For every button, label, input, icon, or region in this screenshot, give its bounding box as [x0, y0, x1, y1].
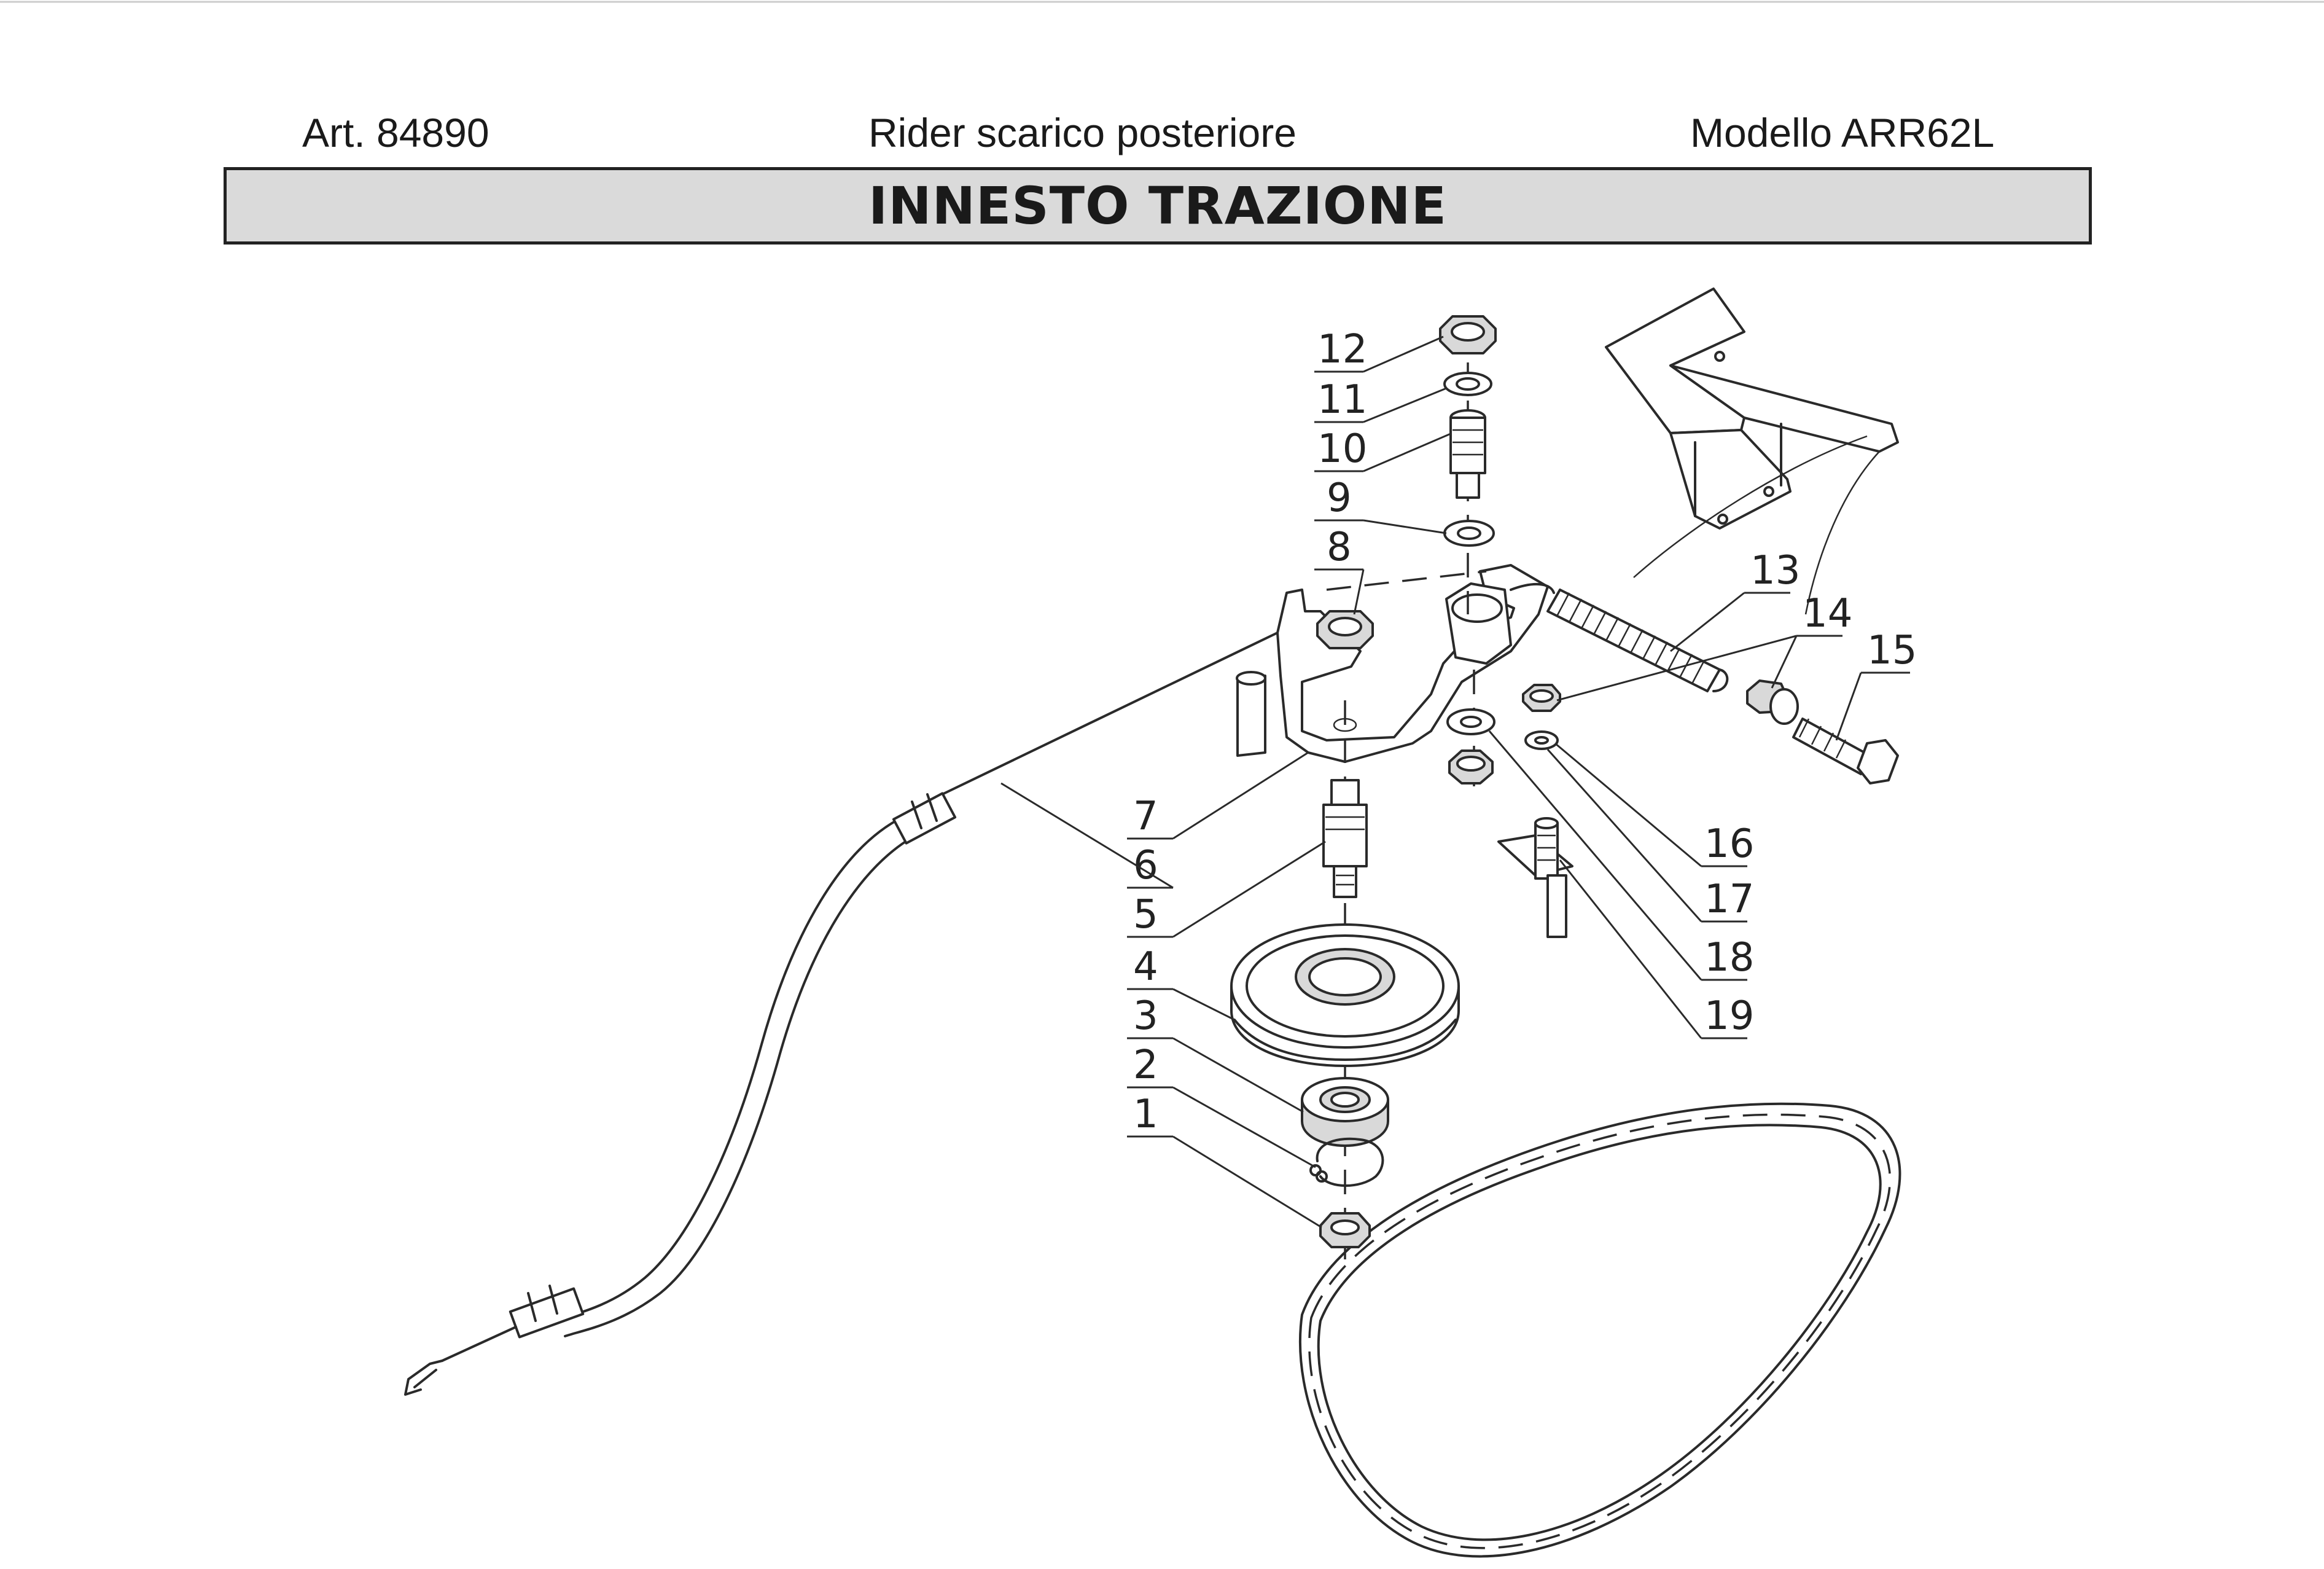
- callout-4: 4: [1133, 944, 1158, 990]
- stud-5: [1322, 779, 1368, 898]
- control-cable: [404, 632, 1279, 1396]
- callout-19: 19: [1704, 993, 1754, 1039]
- callout-10: 10: [1317, 426, 1367, 472]
- callout-11: 11: [1317, 377, 1367, 423]
- nut-1: [1319, 1212, 1371, 1248]
- pulley-4: [1230, 923, 1460, 1067]
- callout-13: 13: [1750, 548, 1800, 593]
- bearing-3: [1301, 1077, 1389, 1147]
- callout-3: 3: [1133, 993, 1158, 1039]
- washer-11: [1443, 372, 1492, 396]
- callout-16: 16: [1704, 821, 1754, 867]
- nut-8: [1316, 610, 1374, 649]
- drive-belt: [1298, 1102, 1901, 1558]
- section-title-banner: INNESTO TRAZIONE: [224, 167, 2092, 245]
- washer-9: [1443, 520, 1495, 547]
- callout-14: 14: [1803, 591, 1852, 636]
- nut-14: [1746, 679, 1799, 725]
- callout-18: 18: [1704, 935, 1754, 980]
- callout-12: 12: [1317, 327, 1367, 372]
- callout-9: 9: [1327, 475, 1352, 521]
- callout-17: 17: [1704, 877, 1754, 922]
- article-number: Art. 84890: [302, 110, 489, 155]
- product-description: Rider scarico posteriore: [868, 110, 1297, 155]
- circlip-2: [1309, 1137, 1384, 1187]
- bolt-15: [1792, 718, 1899, 784]
- callout-5: 5: [1133, 892, 1158, 937]
- nut-16: [1522, 684, 1561, 712]
- washer-17: [1524, 730, 1559, 750]
- tensioner-arm: [1236, 564, 1549, 763]
- callout-1: 1: [1133, 1092, 1158, 1137]
- callout-8: 8: [1327, 525, 1352, 570]
- mounting-bracket: [1605, 288, 1899, 615]
- nut-12: [1439, 315, 1497, 354]
- section-title: INNESTO TRAZIONE: [868, 176, 1447, 236]
- pivot-19: [1497, 817, 1573, 938]
- callout-labels: 12 11 10 9 8 7 6 5 4 3 2 1 13 14 15 16 1…: [1000, 327, 1917, 1229]
- callout-7: 7: [1133, 794, 1158, 839]
- nut-near-18: [1448, 749, 1494, 784]
- callout-15: 15: [1867, 628, 1917, 673]
- spacer-10: [1449, 409, 1486, 499]
- spring-13: [1510, 582, 1729, 692]
- callout-2: 2: [1133, 1043, 1158, 1088]
- washer-18: [1446, 708, 1495, 735]
- model-number: Modello ARR62L: [1690, 110, 1995, 155]
